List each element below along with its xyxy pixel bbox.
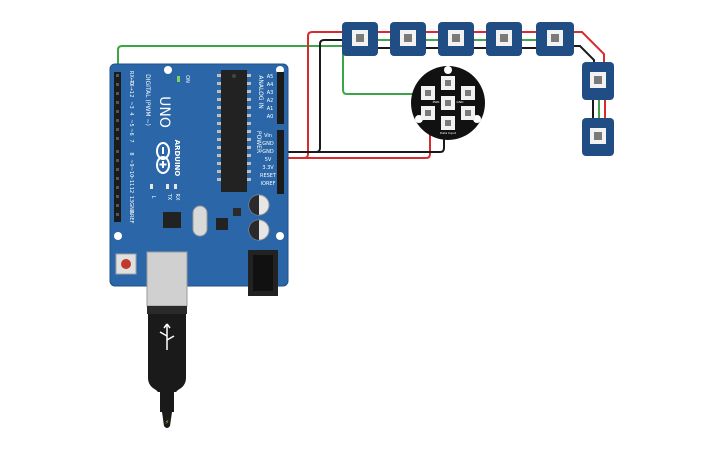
svg-text:RESET: RESET — [260, 173, 277, 179]
ground-wire-strip[interactable] — [286, 39, 345, 153]
pin-label: AREF — [128, 211, 134, 224]
svg-text:TX: TX — [166, 193, 172, 201]
pin-label: GND — [128, 202, 134, 214]
svg-text:A0: A0 — [267, 114, 274, 120]
svg-text:A3: A3 — [267, 90, 274, 96]
mounting-hole — [276, 232, 284, 240]
pin-label: ~3 — [128, 101, 134, 108]
jewel-pin-label: GND — [457, 100, 465, 104]
on-led-label: ON — [184, 75, 190, 83]
board-model-label: UNO — [156, 96, 172, 128]
usb-symbol-icon — [159, 323, 175, 350]
pin-label: ~9 — [128, 159, 134, 166]
analog-pin-labels: A5 A4 A3 A2 A1 A0 — [267, 74, 274, 120]
pin-label: 12 — [128, 187, 134, 193]
usb-chip — [163, 212, 181, 228]
regulator — [216, 218, 228, 230]
pin-label: ~5 — [128, 119, 134, 126]
neopixel-5[interactable] — [536, 22, 574, 56]
neopixel-strip — [342, 22, 614, 156]
digital-header-label: DIGITAL (PWM ~) — [144, 74, 151, 126]
analog-header-label: ANALOG IN — [257, 75, 264, 108]
svg-text:⚡: ⚡ — [165, 419, 169, 426]
svg-text:GND: GND — [262, 141, 274, 147]
mounting-hole — [164, 66, 172, 74]
svg-text:3.3V: 3.3V — [262, 165, 274, 171]
analog-header[interactable] — [277, 72, 284, 124]
arduino-logo-icon — [156, 142, 170, 174]
neopixel-1[interactable] — [342, 22, 378, 56]
pin-label: 4 — [128, 112, 134, 115]
on-led — [177, 76, 180, 82]
atmega-chip — [217, 70, 251, 192]
pin-label: ~6 — [128, 128, 134, 135]
capacitors — [248, 194, 270, 241]
power-wire-ring[interactable] — [286, 130, 431, 159]
neopixel-2[interactable] — [390, 22, 426, 56]
crystal — [192, 205, 208, 237]
smd-part — [233, 208, 241, 216]
digital-pin-labels: RX←0 TX→1 2 ~3 4 ~5 ~6 7 8 ~9 ~10 ~11 12… — [128, 71, 134, 224]
pin-label: 2 — [128, 94, 134, 97]
svg-text:A1: A1 — [267, 106, 274, 112]
svg-text:IOREF: IOREF — [261, 181, 276, 187]
pin-label: ~10 — [128, 167, 134, 178]
neopixel-jewel[interactable]: PWR GND Data Input — [411, 66, 485, 140]
svg-text:5V: 5V — [265, 157, 272, 163]
data-wire-ring[interactable] — [342, 46, 420, 95]
svg-text:L: L — [150, 196, 156, 199]
svg-text:RX: RX — [174, 194, 180, 201]
neopixel-7[interactable] — [582, 118, 614, 156]
svg-text:Vin: Vin — [264, 133, 272, 139]
usb-cable-icon[interactable]: ⚡ — [147, 306, 187, 428]
neopixel-6[interactable] — [582, 62, 614, 100]
svg-text:GND: GND — [262, 149, 274, 155]
pin-label: 7 — [128, 139, 134, 142]
pin-label: RX←0 — [128, 71, 134, 85]
arduino-uno-board[interactable]: RX←0 TX→1 2 ~3 4 ~5 ~6 7 8 ~9 ~10 ~11 12… — [109, 63, 289, 307]
mounting-hole — [114, 232, 122, 240]
power-pin-labels: Vin GND GND 5V 3.3V RESET IOREF — [260, 133, 277, 187]
ground-wire-ring[interactable] — [286, 130, 445, 153]
status-leds: L TX RX — [150, 184, 180, 201]
reset-button-icon[interactable] — [115, 253, 137, 275]
data-wire-strip[interactable] — [117, 45, 343, 128]
jewel-pin-label: Data Input — [440, 131, 457, 135]
pin-label: 8 — [128, 152, 134, 155]
pin-label: TX→1 — [128, 79, 134, 94]
pin-label: 13 — [128, 196, 134, 202]
svg-text:A4: A4 — [267, 82, 274, 88]
power-wire-strip[interactable] — [286, 31, 345, 159]
power-jack-icon[interactable] — [248, 250, 278, 296]
usb-jack[interactable] — [146, 251, 188, 307]
digital-pin-sockets — [116, 74, 119, 216]
power-header-label: POWER — [255, 131, 262, 153]
neopixel-3[interactable] — [438, 22, 474, 56]
digital-header[interactable] — [114, 72, 121, 222]
pin-label: ~11 — [128, 176, 134, 187]
board-logo-text: ARDUINO — [173, 140, 181, 177]
jewel-pin-label: PWR — [433, 100, 440, 104]
power-header[interactable] — [277, 130, 284, 194]
svg-text:A2: A2 — [267, 98, 274, 104]
neopixel-4[interactable] — [486, 22, 522, 56]
svg-text:A5: A5 — [267, 74, 274, 80]
